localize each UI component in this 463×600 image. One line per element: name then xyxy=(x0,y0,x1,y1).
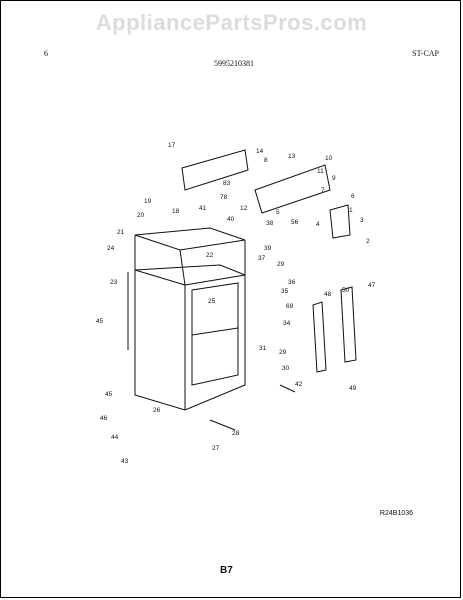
footer-page-code: B7 xyxy=(220,565,233,576)
svg-text:11: 11 xyxy=(317,168,324,175)
svg-text:45: 45 xyxy=(96,318,104,325)
svg-text:69: 69 xyxy=(286,303,294,310)
hinge-bracket xyxy=(329,204,351,239)
strip-47 xyxy=(340,286,357,363)
svg-text:34: 34 xyxy=(283,320,291,327)
svg-text:50: 50 xyxy=(342,287,350,294)
svg-text:29: 29 xyxy=(279,349,287,356)
cabinet-front-edge xyxy=(134,269,186,410)
svg-text:78: 78 xyxy=(220,194,228,201)
svg-text:25: 25 xyxy=(208,298,216,305)
svg-text:7: 7 xyxy=(321,187,325,194)
svg-text:5: 5 xyxy=(276,209,280,216)
svg-text:13: 13 xyxy=(288,153,296,160)
svg-text:26: 26 xyxy=(153,407,161,414)
top-panel-edge xyxy=(134,235,246,286)
svg-text:28: 28 xyxy=(232,430,240,437)
svg-text:37: 37 xyxy=(258,255,266,262)
wire-28 xyxy=(209,419,236,431)
svg-text:56: 56 xyxy=(291,219,299,226)
svg-text:2: 2 xyxy=(366,238,370,245)
svg-text:19: 19 xyxy=(144,198,152,205)
svg-text:40: 40 xyxy=(227,216,235,223)
svg-text:48: 48 xyxy=(324,291,332,298)
svg-text:12: 12 xyxy=(240,205,248,212)
svg-text:27: 27 xyxy=(212,445,220,452)
svg-text:3: 3 xyxy=(360,217,364,224)
svg-text:46: 46 xyxy=(100,415,108,422)
svg-text:35: 35 xyxy=(281,288,289,295)
rail-17 xyxy=(181,149,249,191)
liner-opening xyxy=(191,282,239,386)
svg-text:22: 22 xyxy=(206,252,214,259)
cabinet-inner xyxy=(184,274,246,286)
svg-text:36: 36 xyxy=(288,279,296,286)
liner-shelf xyxy=(191,327,239,336)
svg-text:31: 31 xyxy=(259,345,267,352)
svg-text:23: 23 xyxy=(110,279,118,286)
svg-text:8: 8 xyxy=(264,157,268,164)
svg-text:6: 6 xyxy=(351,193,355,200)
svg-text:9: 9 xyxy=(332,175,336,182)
svg-text:42: 42 xyxy=(295,381,303,388)
svg-text:20: 20 xyxy=(137,212,145,219)
svg-text:47: 47 xyxy=(368,282,376,289)
figure-code: R24B1036 xyxy=(379,510,413,517)
svg-text:44: 44 xyxy=(111,434,119,441)
control-bracket xyxy=(254,164,331,214)
screw-42 xyxy=(279,384,296,393)
strip-48 xyxy=(312,301,327,373)
model-code-label: ST-CAP xyxy=(412,49,439,58)
svg-text:21: 21 xyxy=(117,229,125,236)
svg-text:29: 29 xyxy=(277,261,285,268)
svg-text:43: 43 xyxy=(121,458,129,465)
svg-text:10: 10 xyxy=(325,155,333,162)
svg-text:1: 1 xyxy=(349,207,353,214)
page-index-label: 6 xyxy=(44,49,48,58)
svg-text:18: 18 xyxy=(172,208,180,215)
svg-text:30: 30 xyxy=(282,365,290,372)
svg-text:41: 41 xyxy=(199,205,207,212)
svg-text:24: 24 xyxy=(107,245,115,252)
svg-text:83: 83 xyxy=(223,180,231,187)
svg-text:39: 39 xyxy=(264,245,272,252)
cabinet-outline xyxy=(134,264,246,411)
svg-text:14: 14 xyxy=(256,148,264,155)
svg-text:17: 17 xyxy=(168,142,176,149)
svg-text:49: 49 xyxy=(349,385,357,392)
svg-text:38: 38 xyxy=(266,220,274,227)
svg-text:4: 4 xyxy=(316,221,320,228)
svg-text:45: 45 xyxy=(105,391,113,398)
watermark: AppliancePartsPros.com xyxy=(95,10,368,35)
top-panel xyxy=(134,227,246,251)
part-number-label: 5995210381 xyxy=(214,59,254,68)
